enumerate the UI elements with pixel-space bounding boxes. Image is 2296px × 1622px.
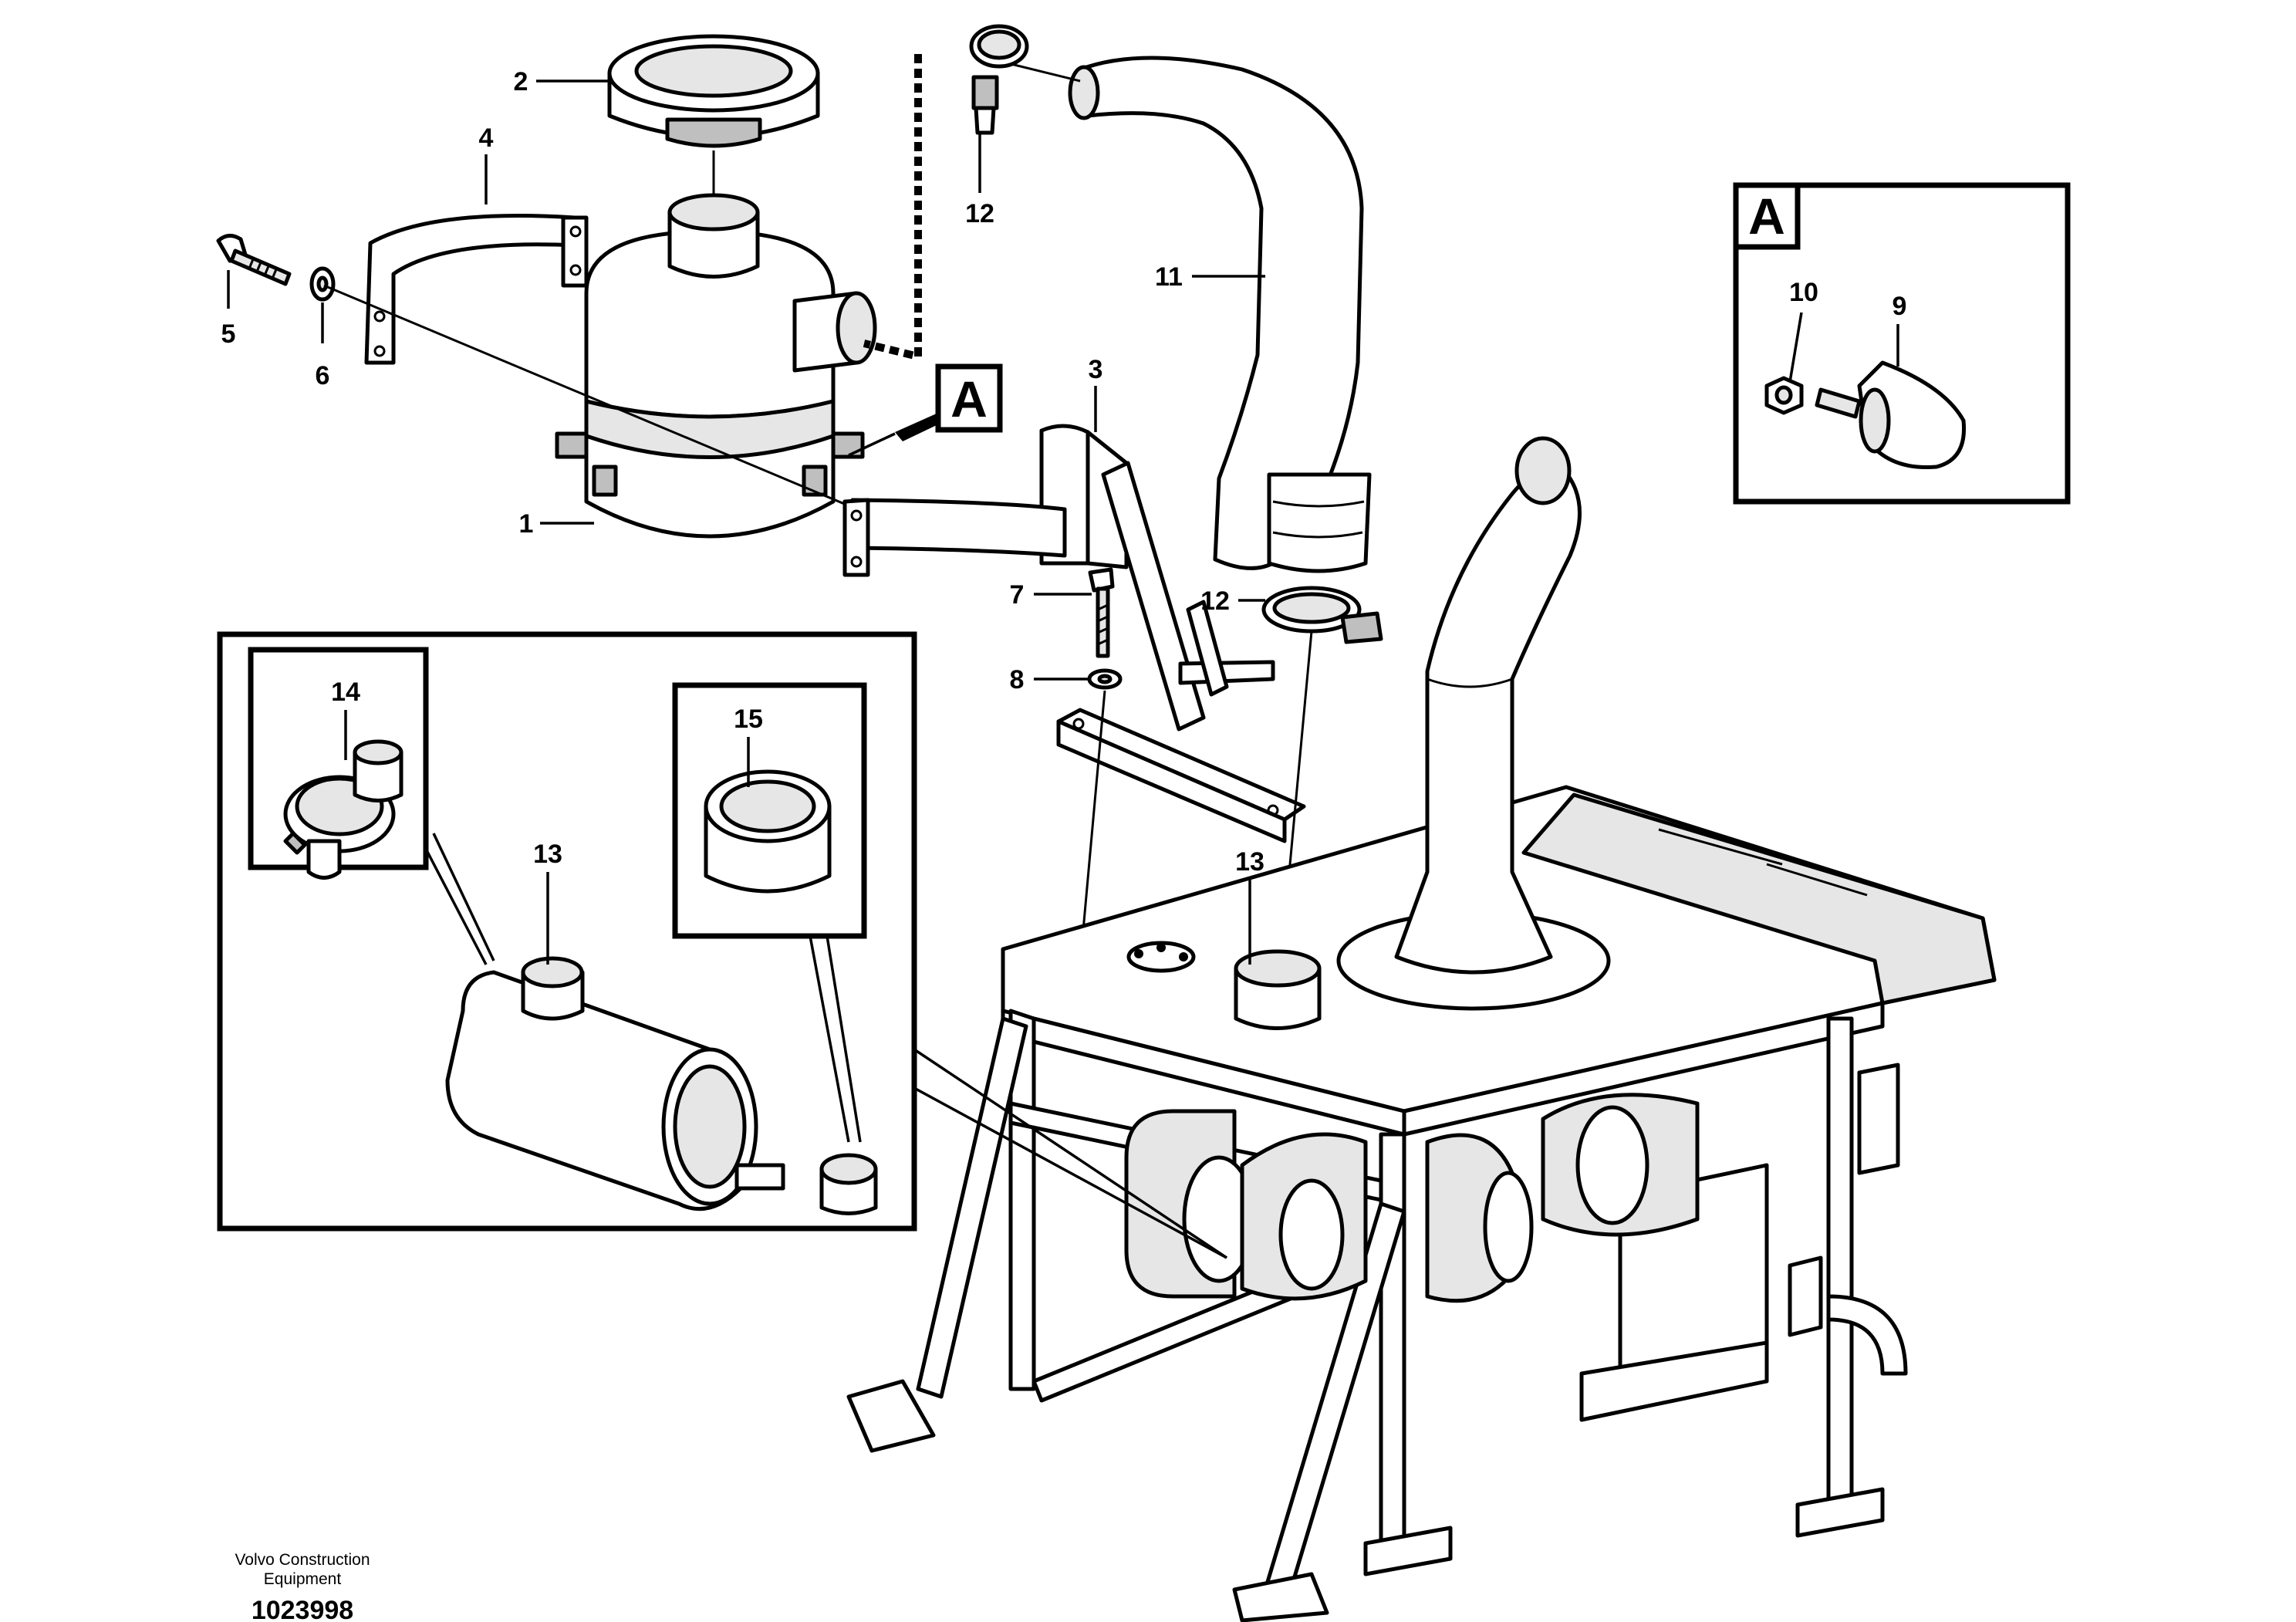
document-number: 1023998 <box>252 1596 353 1622</box>
nut-10 <box>1764 376 1804 415</box>
view-a-reference: A <box>848 363 1003 457</box>
callout-8: 8 <box>1010 665 1025 694</box>
leader-lines <box>227 79 1899 965</box>
exhaust-stack <box>1336 436 1611 1011</box>
pressure-sensor-14 <box>283 739 403 880</box>
callout-1: 1 <box>519 509 534 539</box>
callout-12-top: 12 <box>965 199 994 228</box>
callout-3: 3 <box>1089 355 1103 384</box>
callout-9: 9 <box>1893 292 1907 321</box>
company-line-2: Equipment <box>264 1570 342 1588</box>
rubber-buffer-9 <box>1815 360 1967 470</box>
company-line-1: Volvo Construction <box>235 1551 370 1569</box>
callout-13-machine: 13 <box>1235 847 1264 877</box>
hose-clamp-top <box>969 24 1029 135</box>
callout-6: 6 <box>316 361 330 390</box>
callout-12-bottom: 12 <box>1200 586 1230 616</box>
callout-2: 2 <box>514 67 528 96</box>
washer-8 <box>1087 668 1123 690</box>
bushing-15 <box>704 769 832 894</box>
pipe-13-on-hood <box>1234 949 1322 1030</box>
callout-11: 11 <box>1155 262 1183 292</box>
rain-cap <box>607 34 820 148</box>
view-a-reference-label: A <box>950 370 988 427</box>
callout-4: 4 <box>479 123 494 153</box>
callout-numbers: 2 1 4 5 6 3 7 8 12 11 12 13 13 14 15 10 … <box>221 67 1907 877</box>
callout-13-inset: 13 <box>533 840 562 869</box>
bolt-7 <box>1088 567 1115 658</box>
callout-5: 5 <box>221 319 236 349</box>
callout-15: 15 <box>734 705 763 734</box>
air-filter-13 <box>445 956 878 1215</box>
washer-6 <box>309 266 336 302</box>
strap-4 <box>364 214 589 365</box>
bracket-3 <box>842 424 1306 843</box>
detail-inset <box>217 631 917 1232</box>
pre-cleaner-housing <box>555 193 877 539</box>
bolt-5 <box>216 234 292 286</box>
footer: Volvo Construction Equipment 1023998 <box>235 1551 370 1622</box>
hose-clamp-bottom <box>1261 586 1383 644</box>
engine-cylinders <box>1124 1093 1908 1376</box>
view-a-box: A <box>1733 182 2071 505</box>
view-a-box-label: A <box>1748 188 1785 245</box>
callout-7: 7 <box>1010 580 1025 610</box>
callout-10: 10 <box>1789 278 1818 307</box>
callout-14: 14 <box>331 678 360 707</box>
